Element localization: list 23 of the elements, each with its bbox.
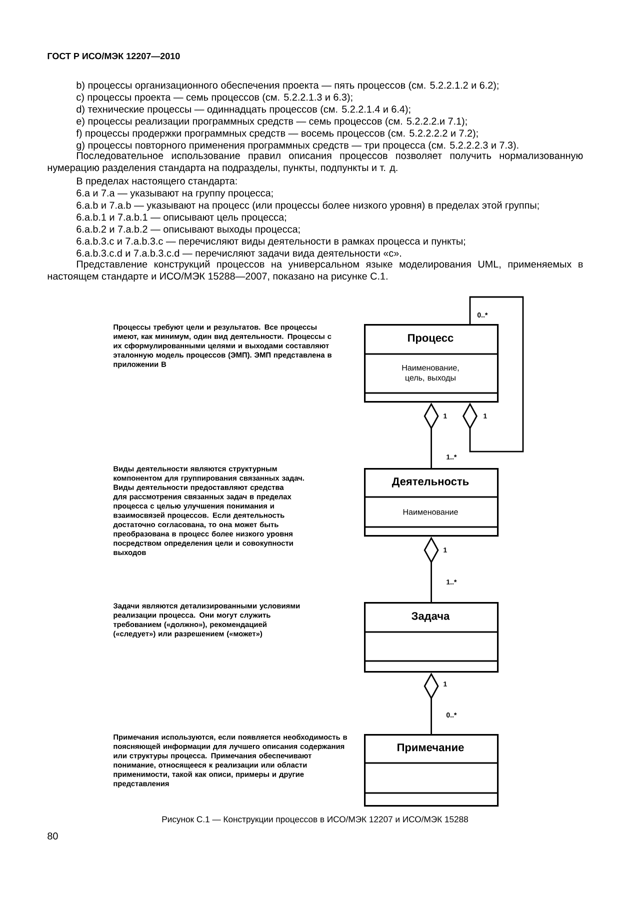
- running-header: ГОСТ Р ИСО/МЭК 12207—2010: [48, 52, 180, 60]
- body-text: c) процессы проекта — семь процессов (см. 5.2.2.1.3 и 6.3);: [76, 93, 352, 103]
- body-text: d) технические процессы — одиннадцать процессов (см. 5.2.2.1.4 и 6.4);: [76, 105, 410, 115]
- body-text: 6.a.b и 7.a.b — указывают на процесс (или процессы более низкого уровня) в пределах этой группы;: [76, 201, 539, 211]
- body-text: 6.a и 7.a — указывают на группу процесса;: [76, 190, 273, 198]
- class-box: Примечание: [364, 734, 499, 807]
- body-text: Представление конструкций процессов на универсальном языке моделирования UML, применяемых в настоящем стандарте и ИСО/МЭК 15288—2007, показано на рисунке С.1.: [48, 260, 583, 282]
- aggregation-line: [462, 296, 524, 452]
- class-box: Процесс Наименование, цель, выходы: [364, 324, 499, 403]
- body-text: b) процессы организационного обеспечения проекта — пять процессов (см. 5.2.2.1.2 и 6.2);: [76, 81, 498, 91]
- body-text: 6.a.b.2 и 7.a.b.2 — описывают выходы процесса;: [76, 225, 300, 235]
- body-text: e) процессы реализации программных средств — семь процессов (см. 5.2.2.2.и 7.1);: [76, 117, 467, 127]
- page-number: 80: [48, 832, 58, 840]
- body-text: Последовательное использование правил описания процессов позволяет получить нормализованную нумерацию разделения стандарта на подразделы, пункты, подпункты и т. д.: [48, 152, 583, 174]
- body-text: g) процессы повторного применения программных средств — три процесса (см. 5.2.2.2.3 и 7.3).: [76, 141, 518, 151]
- figure-caption: Рисунок С.1 — Конструкции процессов в ИСО/МЭК 12207 и ИСО/МЭК 15288: [162, 816, 468, 824]
- body-text: В пределах настоящего стандарта:: [77, 178, 237, 186]
- body-text: f) процессы продержки программных средств — восемь процессов (см. 5.2.2.2.2 и 7.2);: [76, 129, 478, 139]
- body-text: 6.a.b.3.c.d и 7.a.b.3.c.d — перечисляют задачи вида деятельности «c».: [76, 249, 401, 259]
- body-text: 6.a.b.1 и 7.a.b.1 — описывают цель процесса;: [76, 213, 286, 223]
- body-text: 6.a.b.3.c и 7.a.b.3.c — перечисляют виды деятельности в рамках процесса и пункты;: [76, 237, 465, 247]
- class-box: Деятельность Наименование: [364, 468, 499, 537]
- class-box: Задача: [364, 602, 499, 673]
